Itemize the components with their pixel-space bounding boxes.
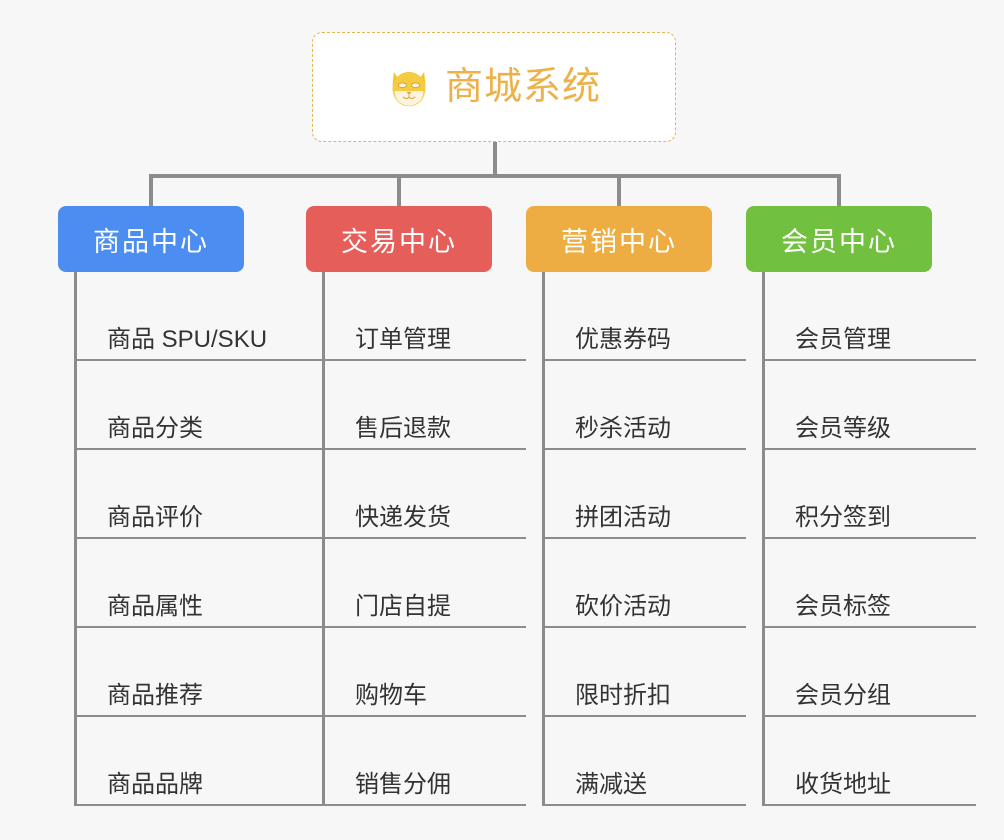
- leaf-item[interactable]: 会员管理: [765, 276, 976, 361]
- branch-column-4: 会员中心 会员管理 会员等级 积分签到 会员标签 会员分组 收货地址: [746, 206, 976, 806]
- leaf-item-label: 会员分组: [795, 682, 891, 709]
- leaf-item[interactable]: 收货地址: [765, 717, 976, 806]
- leaf-item-label: 满减送: [575, 771, 647, 798]
- leaf-item-label: 商品 SPU/SKU: [107, 326, 268, 353]
- leaf-item-label: 会员等级: [795, 415, 891, 442]
- category-header-2[interactable]: 交易中心: [306, 206, 492, 272]
- leaf-list-2: 订单管理 售后退款 快递发货 门店自提 购物车 销售分佣: [322, 272, 526, 806]
- leaf-item[interactable]: 会员等级: [765, 361, 976, 450]
- leaf-item-label: 秒杀活动: [575, 415, 671, 442]
- leaf-item[interactable]: 商品评价: [77, 450, 388, 539]
- leaf-item[interactable]: 砍价活动: [545, 539, 746, 628]
- category-header-4[interactable]: 会员中心: [746, 206, 932, 272]
- connector-drop-2: [397, 174, 401, 206]
- leaf-item-label: 购物车: [355, 682, 427, 709]
- leaf-item-label: 会员标签: [795, 593, 891, 620]
- connector-drop-1: [149, 174, 153, 206]
- leaf-item[interactable]: 积分签到: [765, 450, 976, 539]
- leaf-item[interactable]: 快递发货: [325, 450, 526, 539]
- leaf-item[interactable]: 限时折扣: [545, 628, 746, 717]
- connector-drop-4: [837, 174, 841, 206]
- branch-column-3: 营销中心 优惠券码 秒杀活动 拼团活动 砍价活动 限时折扣 满减送: [526, 206, 746, 806]
- leaf-item-label: 售后退款: [355, 415, 451, 442]
- connector-drop-3: [617, 174, 621, 206]
- category-header-label: 商品中心: [93, 226, 209, 257]
- leaf-item[interactable]: 商品分类: [77, 361, 388, 450]
- root-node[interactable]: 商城系统: [312, 32, 676, 142]
- leaf-item-label: 商品推荐: [107, 682, 203, 709]
- leaf-item-label: 优惠券码: [575, 326, 671, 353]
- root-title: 商城系统: [444, 66, 601, 108]
- leaf-item[interactable]: 购物车: [325, 628, 526, 717]
- leaf-item[interactable]: 秒杀活动: [545, 361, 746, 450]
- leaf-item-label: 拼团活动: [575, 504, 671, 531]
- leaf-item-label: 收货地址: [795, 771, 891, 798]
- leaf-item[interactable]: 门店自提: [325, 539, 526, 628]
- leaf-item[interactable]: 售后退款: [325, 361, 526, 450]
- category-header-label: 营销中心: [561, 226, 677, 257]
- leaf-item[interactable]: 销售分佣: [325, 717, 526, 806]
- leaf-item[interactable]: 会员分组: [765, 628, 976, 717]
- leaf-item-label: 砍价活动: [575, 593, 671, 620]
- leaf-item[interactable]: 商品属性: [77, 539, 388, 628]
- leaf-item[interactable]: 满减送: [545, 717, 746, 806]
- leaf-list-1: 商品 SPU/SKU 商品分类 商品评价 商品属性 商品推荐 商品品牌: [74, 272, 388, 806]
- leaf-item-label: 销售分佣: [355, 771, 451, 798]
- leaf-item[interactable]: 商品 SPU/SKU: [77, 276, 388, 361]
- leaf-item-label: 会员管理: [795, 326, 891, 353]
- shiba-dog-face-icon: [392, 71, 426, 107]
- connector-horizontal-bus: [149, 174, 840, 178]
- category-header-1[interactable]: 商品中心: [58, 206, 244, 272]
- leaf-item-label: 门店自提: [355, 593, 451, 620]
- leaf-item-label: 商品属性: [107, 593, 203, 620]
- leaf-list-3: 优惠券码 秒杀活动 拼团活动 砍价活动 限时折扣 满减送: [542, 272, 746, 806]
- category-header-3[interactable]: 营销中心: [526, 206, 712, 272]
- leaf-item[interactable]: 优惠券码: [545, 276, 746, 361]
- leaf-item[interactable]: 拼团活动: [545, 450, 746, 539]
- connector-root-stem: [493, 142, 497, 178]
- leaf-item-label: 商品品牌: [107, 771, 203, 798]
- branch-column-1: 商品中心 商品 SPU/SKU 商品分类 商品评价 商品属性 商品推荐 商品品牌: [58, 206, 388, 806]
- leaf-item-label: 限时折扣: [575, 682, 671, 709]
- leaf-item[interactable]: 订单管理: [325, 276, 526, 361]
- leaf-item-label: 商品分类: [107, 415, 203, 442]
- leaf-item-label: 商品评价: [107, 504, 203, 531]
- category-header-label: 会员中心: [781, 226, 897, 257]
- leaf-item[interactable]: 商品推荐: [77, 628, 388, 717]
- branch-column-2: 交易中心 订单管理 售后退款 快递发货 门店自提 购物车 销售分佣: [306, 206, 526, 806]
- leaf-item-label: 快递发货: [355, 504, 451, 531]
- leaf-list-4: 会员管理 会员等级 积分签到 会员标签 会员分组 收货地址: [762, 272, 976, 806]
- leaf-item[interactable]: 商品品牌: [77, 717, 388, 806]
- leaf-item-label: 积分签到: [795, 504, 891, 531]
- leaf-item-label: 订单管理: [355, 326, 451, 353]
- category-header-label: 交易中心: [341, 226, 457, 257]
- leaf-item[interactable]: 会员标签: [765, 539, 976, 628]
